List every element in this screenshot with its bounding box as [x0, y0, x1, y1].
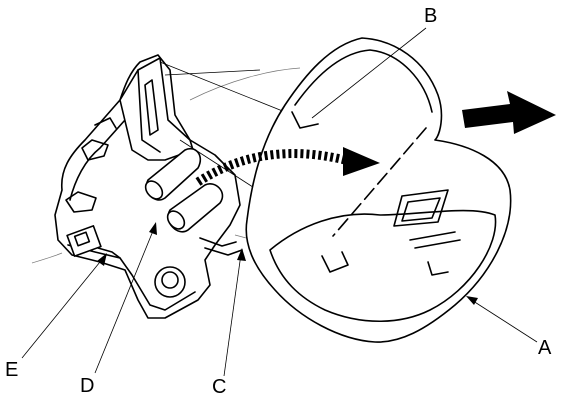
callout-label-a: A	[538, 337, 552, 359]
callout-label-b: B	[424, 5, 437, 27]
upright-slot	[144, 79, 159, 136]
lid-opening-inner	[401, 197, 441, 222]
motion-arrow-icon	[195, 149, 347, 186]
connector-wire	[97, 247, 121, 259]
lid-hook-tab	[427, 261, 449, 276]
base-slot-tab	[81, 139, 109, 161]
lid-rim	[294, 49, 433, 113]
base-slot-tab	[65, 191, 97, 213]
connector	[66, 225, 102, 257]
callout-arrowhead-c	[237, 248, 246, 261]
callout-arrowhead-e	[97, 253, 107, 266]
callout-arrowhead-a	[466, 296, 478, 305]
base-slot-tab	[94, 117, 117, 129]
callout-arrowhead-d	[149, 222, 157, 235]
callout-label-e: E	[5, 359, 18, 381]
lid-hook-tab	[321, 251, 349, 273]
lid-hook-tab	[291, 111, 319, 129]
upright-edge	[137, 69, 161, 153]
callout-leader-a	[469, 298, 538, 343]
grommet	[154, 266, 186, 298]
callout-leader-e	[21, 256, 105, 359]
background-line	[31, 252, 63, 264]
callout-label-d: D	[80, 375, 94, 397]
callout-label-c: C	[212, 376, 226, 398]
right-arrow-icon	[462, 91, 556, 134]
grommet-inner	[161, 271, 179, 289]
lid-outline	[245, 37, 512, 343]
lid-opening	[393, 189, 449, 227]
guide-line	[164, 69, 261, 76]
hinge-spring-leg	[199, 237, 243, 256]
lid-inner-panel	[269, 209, 497, 322]
lid-rib	[409, 231, 461, 249]
hinge-cylinder-end	[166, 210, 186, 230]
hinge-cylinder-end	[144, 180, 164, 200]
callout-leader-d	[94, 225, 156, 374]
callout-leader-c	[223, 253, 242, 377]
background-line	[189, 67, 301, 101]
callout-leader-b	[311, 27, 427, 119]
guide-line	[159, 61, 301, 119]
connector-latch	[73, 231, 91, 247]
bracket-flange-edge	[67, 119, 196, 311]
motion-arrow-head	[343, 147, 380, 176]
lid-fold-line	[332, 127, 427, 237]
